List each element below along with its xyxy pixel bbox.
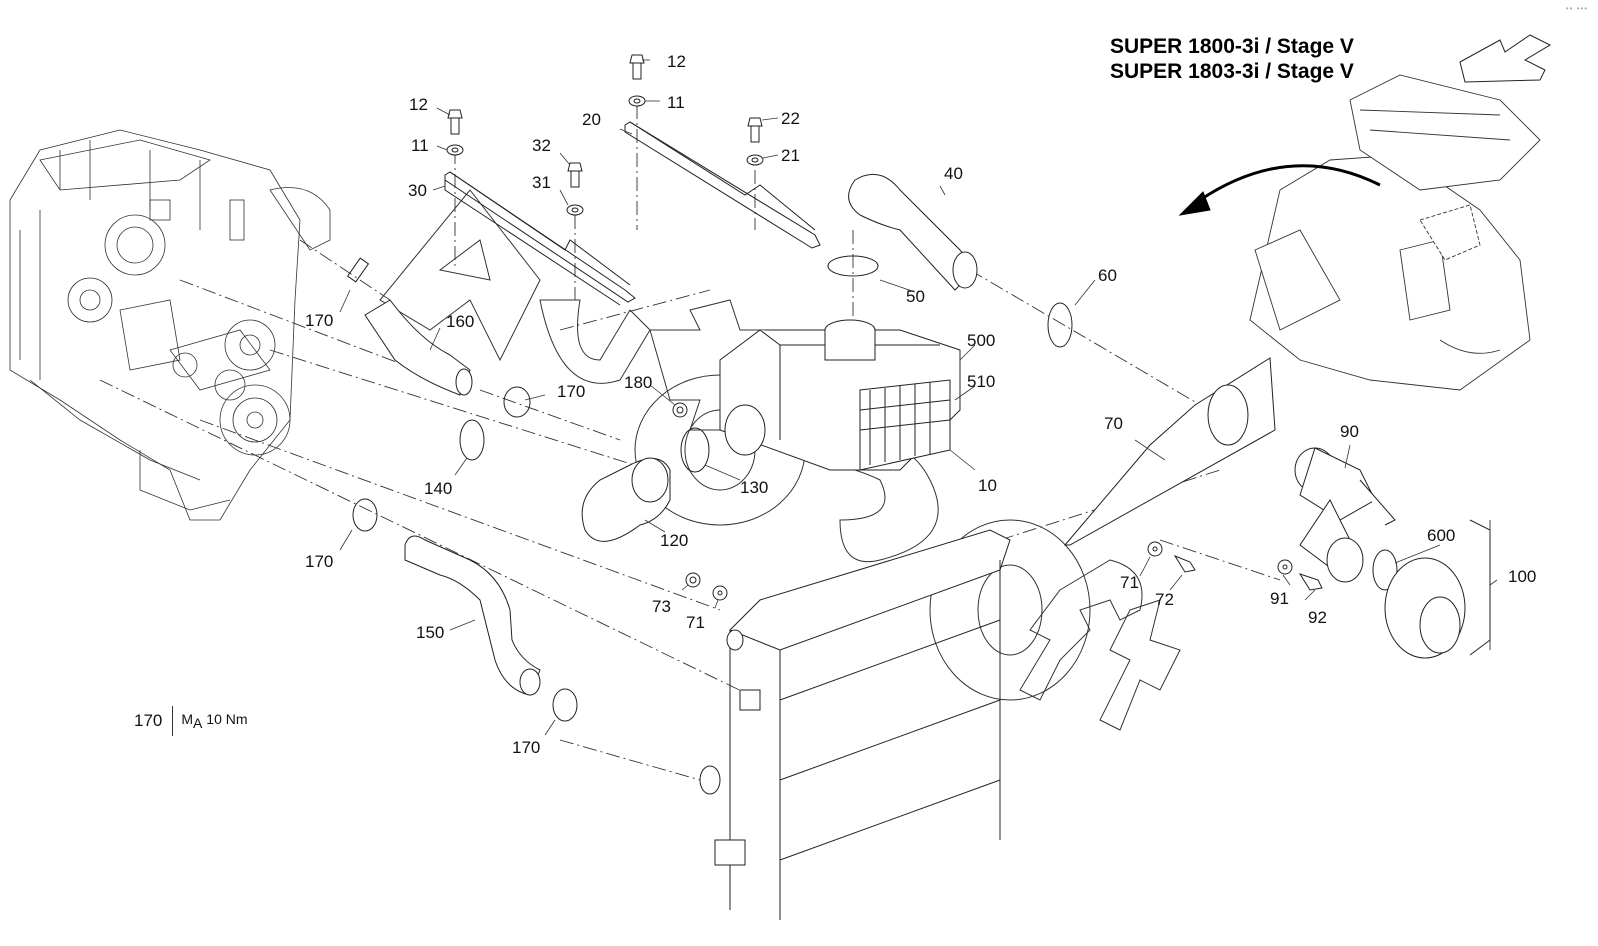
callout-12[interactable]: 12	[409, 95, 428, 114]
callout-50[interactable]: 50	[906, 287, 925, 306]
callout-92[interactable]: 92	[1308, 608, 1327, 627]
callout-170[interactable]: 170	[512, 738, 541, 757]
callout-91[interactable]: 91	[1270, 589, 1289, 608]
air-filter-500-drawing	[719, 319, 961, 471]
callout-72[interactable]: 72	[1155, 590, 1174, 609]
curved-arrow-icon	[1178, 164, 1381, 216]
callout-160[interactable]: 160	[446, 312, 475, 331]
hose-160-drawing	[364, 299, 473, 396]
callout-11[interactable]: 11	[411, 136, 429, 155]
model-title-line-1: SUPER 1800-3i / Stage V	[1110, 35, 1354, 58]
callout-60[interactable]: 60	[1098, 266, 1117, 285]
callout-12[interactable]: 12	[667, 52, 686, 71]
plate-70-drawing	[1063, 357, 1276, 546]
torque-note-symbol: MA 10 Nm	[181, 711, 247, 731]
model-title-line-2: SUPER 1803-3i / Stage V	[1110, 60, 1354, 83]
callout-150[interactable]: 150	[416, 623, 445, 642]
callout-100[interactable]: 100	[1508, 567, 1537, 586]
callout-32[interactable]: 32	[532, 136, 551, 155]
torque-note-divider	[172, 706, 174, 736]
callout-600[interactable]: 600	[1427, 526, 1456, 545]
corner-mark: •• •••	[1565, 4, 1588, 13]
hose-150-drawing	[404, 535, 541, 696]
callout-10[interactable]: 10	[978, 476, 997, 495]
callout-170[interactable]: 170	[305, 552, 334, 571]
callout-30[interactable]: 30	[408, 181, 427, 200]
callout-31[interactable]: 31	[532, 173, 551, 192]
callout-40[interactable]: 40	[944, 164, 963, 183]
callout-70[interactable]: 70	[1104, 414, 1123, 433]
callout-90[interactable]: 90	[1340, 422, 1359, 441]
callout-500[interactable]: 500	[967, 331, 996, 350]
callout-120[interactable]: 120	[660, 531, 689, 550]
engine-drawing	[9, 129, 331, 521]
callout-21[interactable]: 21	[781, 146, 800, 165]
callout-73[interactable]: 73	[652, 597, 671, 616]
torque-note: 170 MA 10 Nm	[134, 706, 248, 736]
callout-22[interactable]: 22	[781, 109, 800, 128]
callout-170[interactable]: 170	[557, 382, 586, 401]
bracket-20-drawing	[624, 121, 821, 249]
callout-71[interactable]: 71	[1120, 573, 1139, 592]
bracket-30-drawing	[444, 171, 636, 306]
callout-170[interactable]: 170	[305, 311, 334, 330]
callout-510[interactable]: 510	[967, 372, 996, 391]
callout-20[interactable]: 20	[582, 110, 601, 129]
torque-symbol-m: M	[181, 711, 194, 727]
rain-cap-100-drawing	[1384, 519, 1491, 659]
callout-130[interactable]: 130	[740, 478, 769, 497]
torque-note-part: 170	[134, 711, 163, 730]
callout-180[interactable]: 180	[624, 373, 653, 392]
torque-value: 10 Nm	[206, 711, 248, 727]
fasteners	[446, 54, 1323, 601]
leader-lines	[339, 59, 1498, 736]
pipe-elbow-40-drawing	[848, 173, 978, 291]
callout-140[interactable]: 140	[424, 479, 453, 498]
view-direction-arrow-icon	[1459, 34, 1552, 83]
machine-overview-drawing	[1249, 74, 1541, 391]
elbow-hose-120-drawing	[581, 457, 671, 542]
torque-symbol-subscript: A	[193, 715, 203, 731]
callout-11[interactable]: 11	[667, 93, 685, 112]
radiator-drawing	[699, 529, 1011, 920]
hose-clamps	[346, 255, 1398, 722]
pre-cleaner-90-drawing	[1294, 447, 1396, 583]
callout-71[interactable]: 71	[686, 613, 705, 632]
